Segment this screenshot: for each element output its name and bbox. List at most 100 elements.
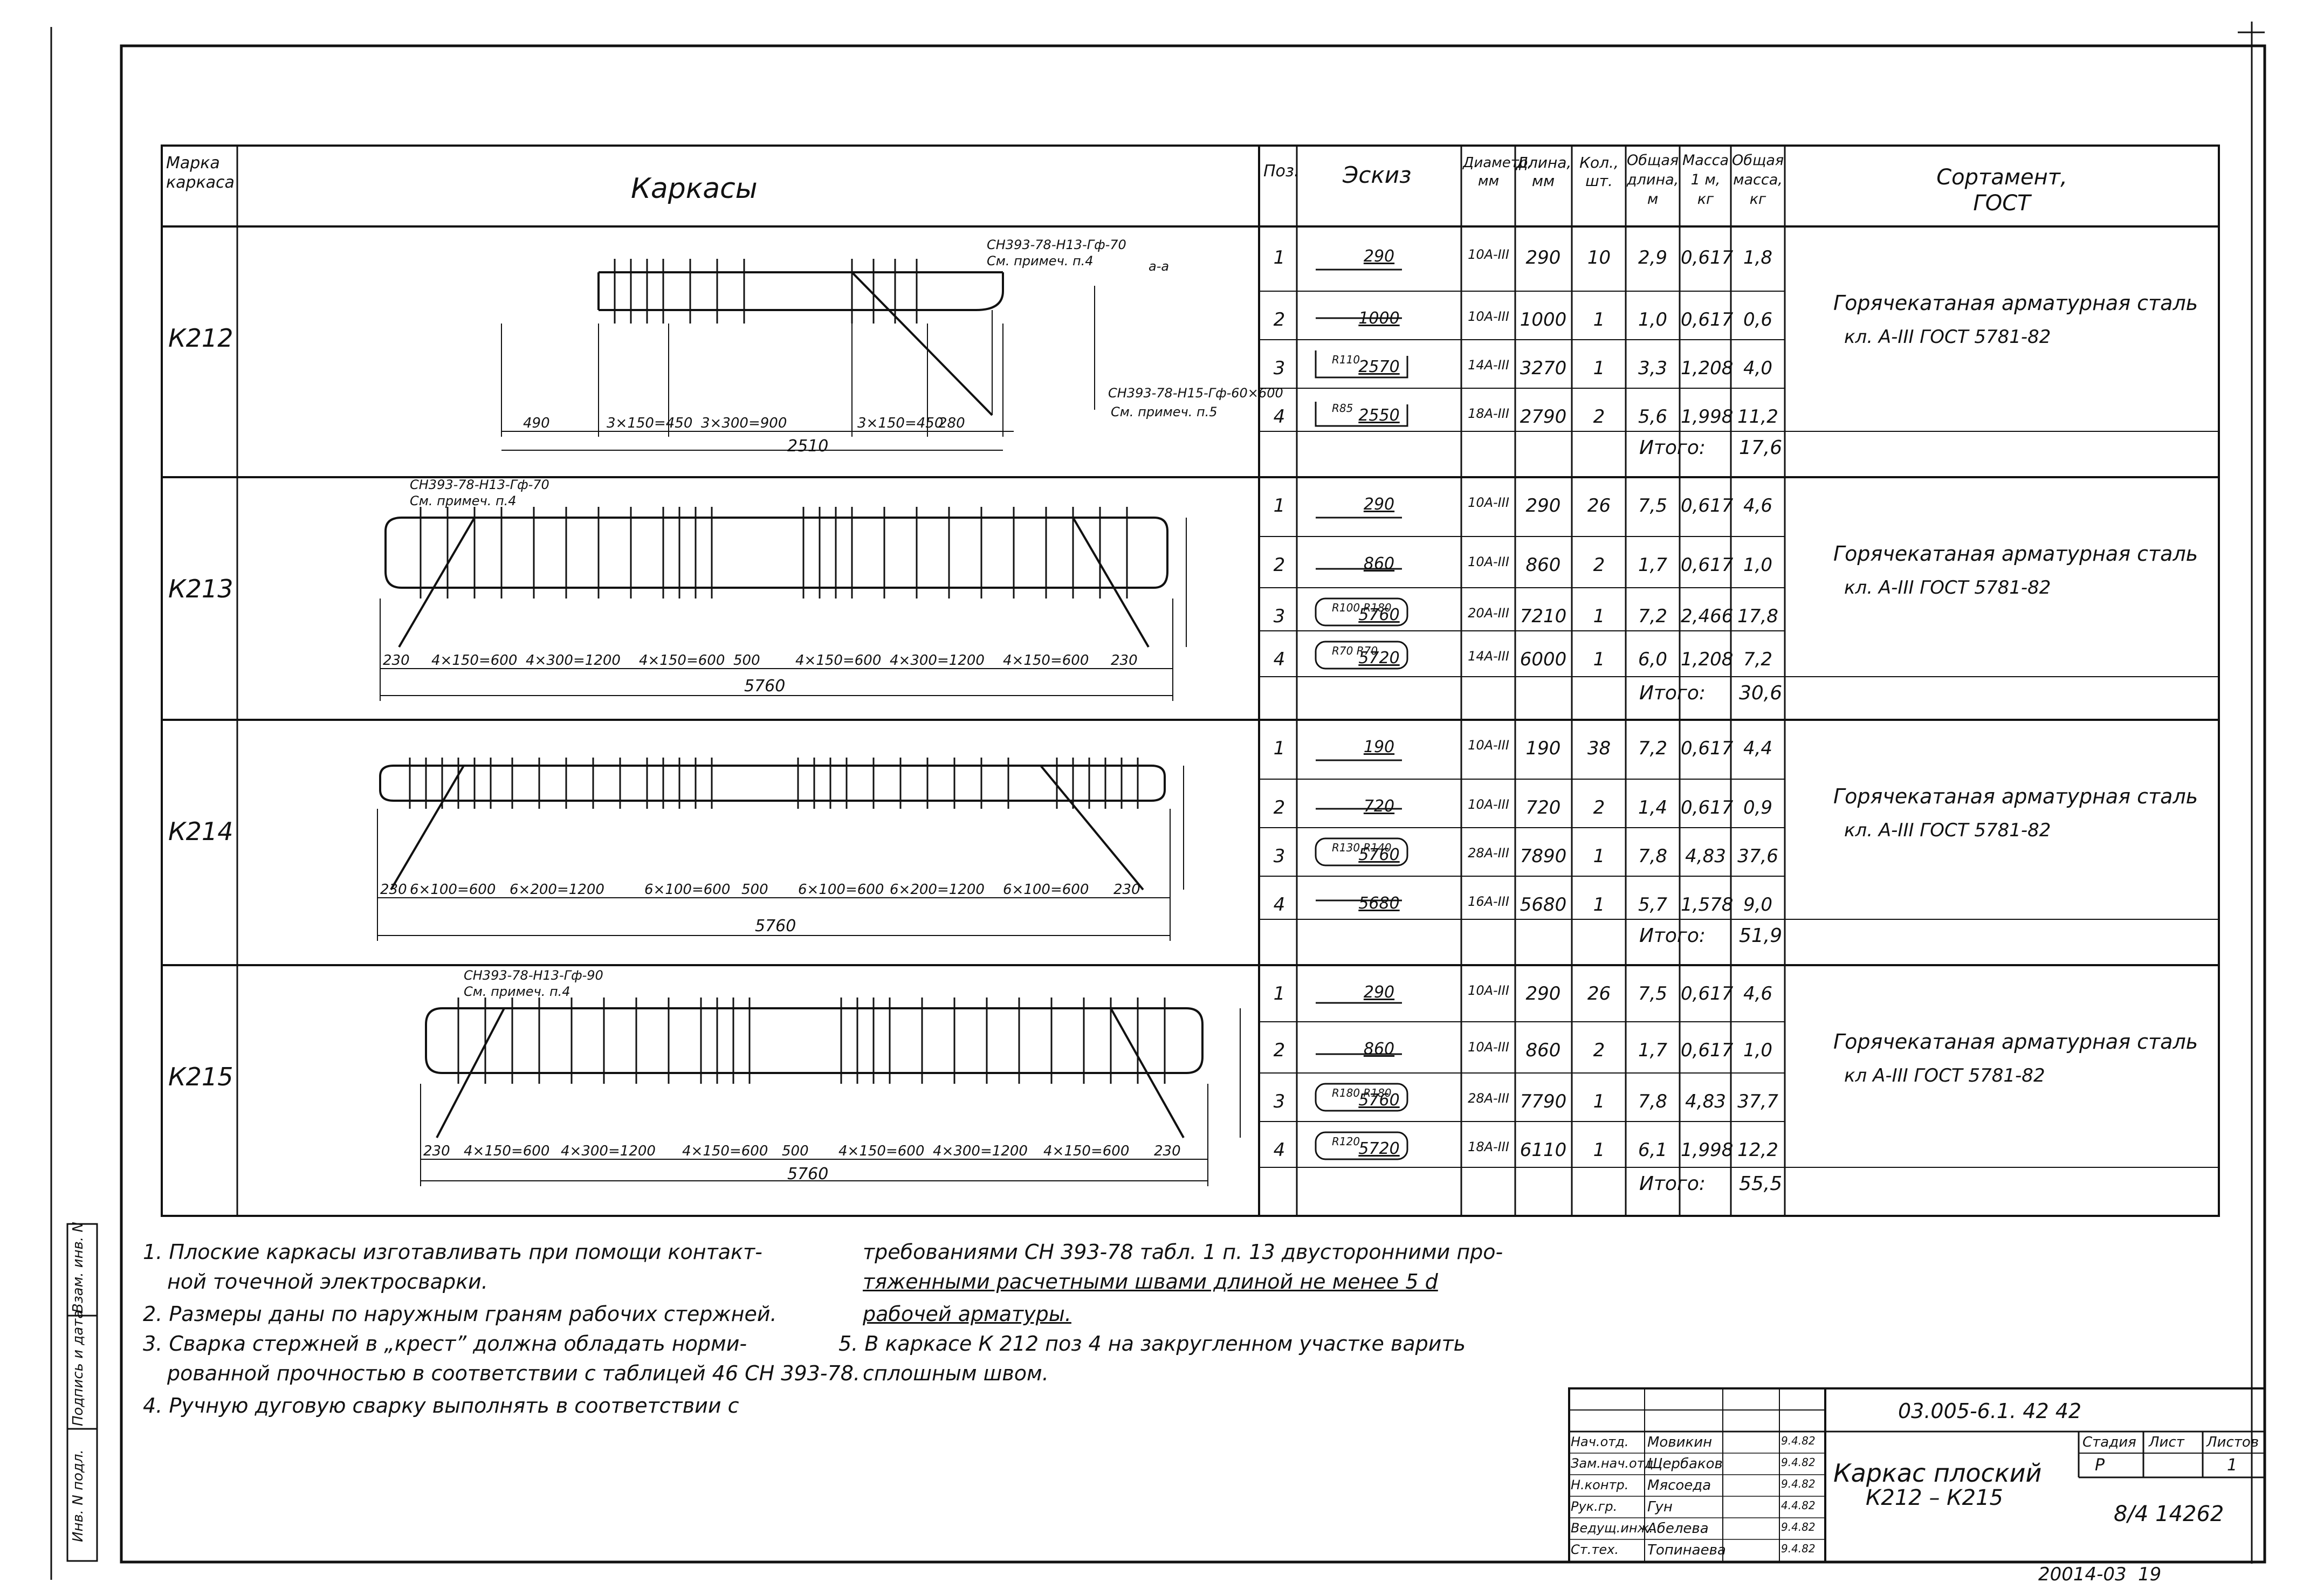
- row-tm: 4,4: [1743, 738, 1773, 759]
- row-tl: 1,7: [1638, 554, 1668, 576]
- note-2: 2. Размеры даны по наружным граням рабоч…: [143, 1302, 777, 1326]
- dimension-label: 500: [733, 652, 760, 669]
- row-qty: 38: [1587, 738, 1611, 759]
- row-len: 6000: [1520, 649, 1567, 670]
- total-value: 55,5: [1739, 1173, 1783, 1195]
- row-tm: 7,2: [1743, 649, 1773, 670]
- bend-radius: R110: [1332, 353, 1360, 366]
- dimension-label: 230: [380, 882, 407, 898]
- gost-line2: кл. А-III ГОСТ 5781-82: [1844, 577, 2051, 598]
- header-mass-line3: кг: [1697, 191, 1714, 208]
- total-label: Итого:: [1639, 682, 1706, 704]
- header-qty: Кол., шт.: [1573, 154, 1625, 190]
- header-qty-line1: Кол.,: [1579, 154, 1619, 171]
- row-len: 3270: [1520, 357, 1567, 379]
- header-total-len: Общая длина, м: [1627, 151, 1679, 209]
- sheet-label: Лист: [2149, 1434, 2184, 1450]
- stamp-replace: Взам. инв. N: [70, 1222, 86, 1313]
- total-value: 30,6: [1739, 682, 1783, 704]
- row-tl: 7,8: [1638, 845, 1668, 867]
- row-qty: 1: [1593, 606, 1605, 627]
- note-4b: требованиями СН 393-78 табл. 1 п. 13 дву…: [863, 1240, 1503, 1264]
- note-1b: ной точечной электросварки.: [167, 1270, 488, 1294]
- title-block-role: Ст.тех.: [1571, 1542, 1619, 1557]
- k214-drawing: [377, 758, 1184, 941]
- row-tl: 3,3: [1638, 357, 1668, 379]
- dimension-label: 230: [1111, 652, 1138, 669]
- title-block-role: Зам.нач.отд: [1571, 1456, 1654, 1471]
- gost-line1: Горячекатаная арматурная сталь: [1833, 542, 2198, 566]
- dimension-label: 3×150=450: [607, 415, 693, 431]
- gost-line1: Горячекатаная арматурная сталь: [1833, 785, 2198, 808]
- dimension-label: 4×300=1200: [561, 1143, 656, 1159]
- bottom-page: 19: [2138, 1564, 2162, 1585]
- row-tl: 7,8: [1638, 1091, 1668, 1112]
- sheets-value: 1: [2227, 1456, 2238, 1475]
- row-tl: 7,5: [1638, 495, 1668, 517]
- row-sketch: 290: [1363, 495, 1395, 514]
- row-pos: 4: [1273, 406, 1285, 428]
- title-block-role: Н.контр.: [1571, 1477, 1629, 1492]
- overall-dimension: 5760: [787, 1165, 829, 1184]
- gost-line2: кл. А-III ГОСТ 5781-82: [1844, 326, 2051, 348]
- row-len: 7790: [1520, 1091, 1567, 1112]
- weld-callout: См. примеч. п.4: [410, 493, 517, 508]
- row-pos: 2: [1273, 309, 1285, 331]
- row-m: 2,466: [1681, 606, 1734, 627]
- k212-drawing: [501, 259, 1095, 451]
- gost-line2: кл А-III ГОСТ 5781-82: [1844, 1065, 2045, 1086]
- row-len: 860: [1525, 554, 1561, 576]
- header-len: Длина, мм: [1516, 154, 1572, 190]
- row-tm: 17,8: [1737, 606, 1778, 627]
- dimension-label: 6×100=600: [1003, 882, 1089, 898]
- total-label: Итого:: [1639, 1173, 1706, 1195]
- row-m: 0,617: [1681, 309, 1734, 331]
- row-m: 0,617: [1681, 738, 1734, 759]
- row-len: 2790: [1520, 406, 1567, 428]
- row-pos: 2: [1273, 554, 1285, 576]
- row-tm: 1,0: [1743, 554, 1773, 576]
- row-qty: 1: [1593, 845, 1605, 867]
- row-tm: 4,6: [1743, 983, 1773, 1005]
- dimension-label: 6×200=1200: [890, 882, 985, 898]
- row-pos: 2: [1273, 797, 1285, 818]
- title-block-name: Абелева: [1647, 1521, 1709, 1537]
- row-m: 1,208: [1681, 357, 1734, 379]
- row-diam: 28А-III: [1468, 845, 1509, 861]
- doc-code: 03.005-6.1. 42 42: [1898, 1399, 2082, 1423]
- header-len-line1: Длина,: [1516, 154, 1572, 171]
- row-tm: 0,9: [1743, 797, 1773, 818]
- row-sketch: 720: [1363, 797, 1395, 816]
- row-tm: 1,8: [1743, 247, 1773, 269]
- row-sketch: 290: [1363, 247, 1395, 266]
- weld-callout: СН393-78-Н15-Гф-60×600: [1108, 386, 1283, 401]
- row-pos: 4: [1273, 1139, 1285, 1161]
- title-block-date: 9.4.82: [1781, 1542, 1816, 1555]
- row-tm: 37,7: [1737, 1091, 1778, 1112]
- dimension-label: 4×150=600: [1043, 1143, 1130, 1159]
- stamp-sign: Подпись и дата: [70, 1310, 86, 1426]
- header-total-len-line2: длина,: [1627, 171, 1679, 188]
- row-pos: 1: [1273, 983, 1285, 1005]
- title-block-name: Гун: [1647, 1499, 1673, 1515]
- gost-line1: Горячекатаная арматурная сталь: [1833, 291, 2198, 315]
- row-m: 0,617: [1681, 495, 1734, 517]
- row-diam: 18А-III: [1468, 406, 1509, 421]
- row-diam: 14А-III: [1468, 649, 1509, 664]
- row-sketch: 5760: [1358, 606, 1400, 624]
- row-len: 7890: [1520, 845, 1567, 867]
- row-pos: 1: [1273, 495, 1285, 517]
- weld-callout: а-а: [1149, 259, 1170, 274]
- header-total-len-line1: Общая: [1627, 152, 1679, 169]
- title-block-date: 4.4.82: [1781, 1499, 1816, 1512]
- row-pos: 1: [1273, 247, 1285, 269]
- header-diam-line1: Диаметр,: [1463, 155, 1532, 171]
- row-qty: 1: [1593, 894, 1605, 916]
- stamp-inv: Инв. N подл.: [70, 1449, 86, 1542]
- note-3b: рованной прочностью в соответствии с таб…: [167, 1361, 860, 1385]
- row-diam: 10А-III: [1468, 247, 1509, 262]
- overall-dimension: 2510: [787, 437, 829, 456]
- doc-title-line2: К212 – К215: [1866, 1485, 2003, 1510]
- title-block-date: 9.4.82: [1781, 1434, 1816, 1447]
- dimension-label: 4×150=600: [1003, 652, 1089, 669]
